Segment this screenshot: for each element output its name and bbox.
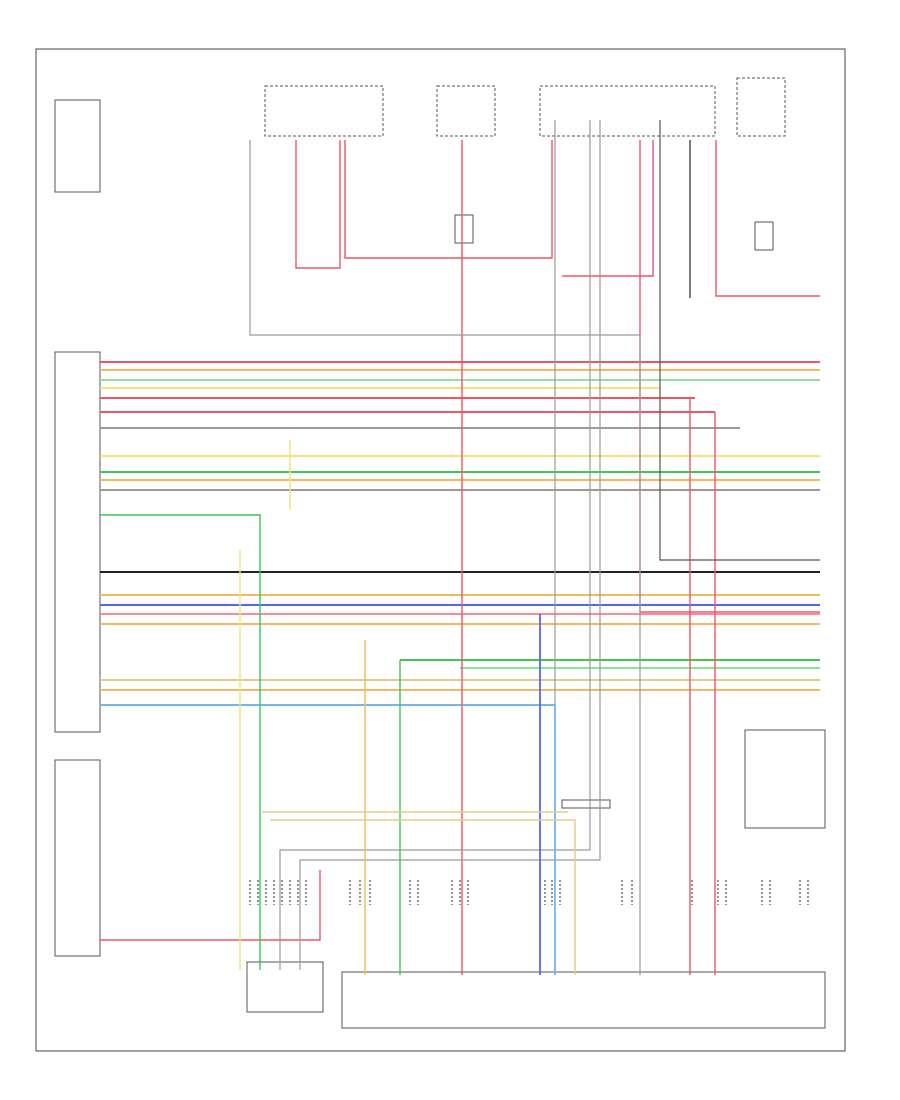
red-bottom	[100, 870, 321, 941]
red-loop-1	[295, 140, 341, 269]
module-left-main	[54, 351, 101, 733]
splice-block-right	[754, 221, 774, 251]
gray-2	[279, 120, 591, 970]
junction-block	[561, 799, 611, 809]
bottom-small-connector	[246, 961, 324, 1013]
gray-4	[659, 120, 820, 561]
wire-layer	[100, 120, 820, 975]
fuse-block-1	[264, 85, 384, 137]
splice-block-center	[454, 214, 474, 244]
annotation-box	[744, 729, 826, 829]
gray-3	[299, 120, 601, 970]
green-1	[100, 514, 261, 970]
gray-5	[249, 140, 641, 975]
red-right-1	[639, 140, 820, 613]
red-right-3	[715, 140, 820, 297]
tick-layer	[249, 880, 809, 905]
bottom-connector	[341, 971, 826, 1029]
tan-1	[270, 819, 576, 975]
module-top-left	[54, 99, 101, 193]
module-lower-left	[54, 759, 101, 957]
fuse-block-3	[539, 85, 716, 137]
red-loop-2	[344, 140, 553, 259]
red-right-2	[562, 140, 654, 277]
fuse-block-2	[436, 85, 496, 137]
fuse-block-4	[736, 77, 786, 137]
diagram-frame	[35, 48, 846, 1052]
